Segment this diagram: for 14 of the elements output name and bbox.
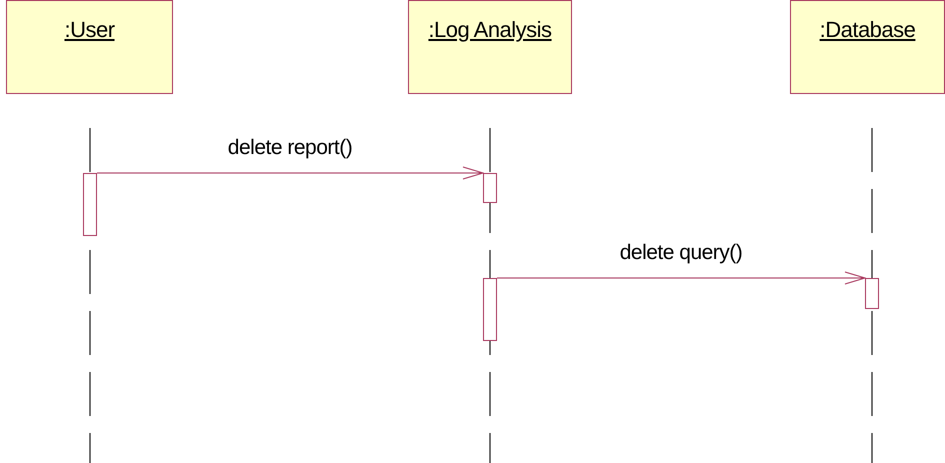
activation-bar bbox=[483, 173, 497, 203]
message-arrow bbox=[96, 166, 484, 180]
message-label: delete query() bbox=[620, 242, 742, 263]
object-name: :User bbox=[64, 19, 115, 41]
object-box bbox=[408, 0, 572, 94]
message-label: delete report() bbox=[228, 137, 352, 158]
activation-bar bbox=[865, 278, 879, 309]
object-name: :Log Analysis bbox=[428, 19, 552, 41]
activation-bar bbox=[83, 173, 97, 236]
message-arrow bbox=[496, 272, 866, 284]
object-box bbox=[790, 0, 945, 94]
activation-bar bbox=[483, 278, 497, 341]
object-box bbox=[6, 0, 173, 94]
object-name: :Database bbox=[820, 19, 916, 41]
